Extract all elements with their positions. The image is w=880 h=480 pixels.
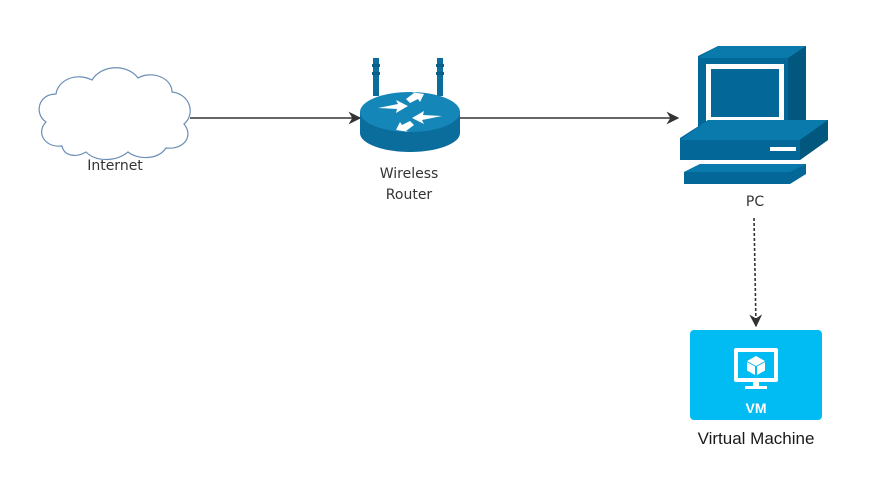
wireless-router-icon [360, 58, 460, 152]
router-label-line2: Router [386, 187, 433, 203]
desktop-computer-icon [680, 46, 828, 184]
edge-pc-vm [749, 217, 763, 328]
vm-node[interactable]: VM Virtual Machine [690, 330, 822, 448]
pc-label: PC [746, 194, 764, 210]
vm-badge: VM [746, 400, 767, 416]
router-label-line1: Wireless [380, 166, 439, 182]
router-node[interactable]: Wireless Router [360, 58, 460, 203]
cloud-icon [38, 67, 191, 161]
internet-node[interactable]: Internet [38, 67, 191, 174]
vm-label: Virtual Machine [698, 429, 815, 448]
internet-label: Internet [87, 158, 143, 174]
pc-node[interactable]: PC [680, 46, 828, 210]
virtual-machine-icon [734, 348, 778, 389]
